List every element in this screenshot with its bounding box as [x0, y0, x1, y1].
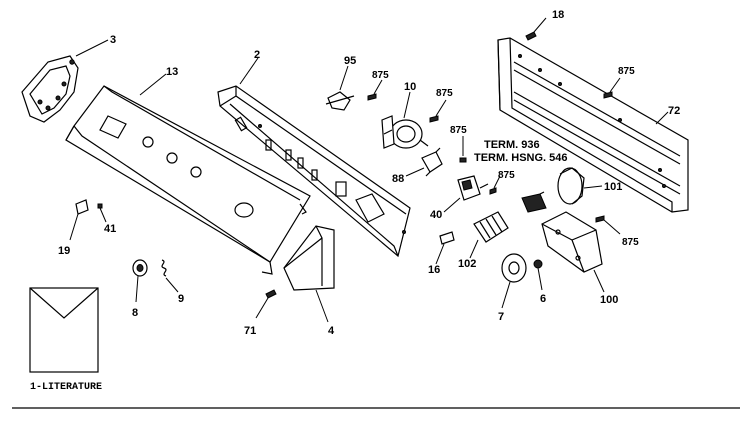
callout-875-e: 875: [622, 237, 639, 248]
callout-10: 10: [404, 81, 416, 93]
callout-9: 9: [178, 293, 184, 305]
part-875-screw-f: [489, 175, 501, 195]
part-41-pin: [97, 203, 107, 223]
part-875-screw-c: [459, 136, 467, 163]
part-88-switch: [405, 147, 443, 177]
callout-16: 16: [428, 264, 440, 276]
part-875-screw-e: [595, 215, 621, 235]
part-19-clip: [69, 199, 89, 241]
callout-4: 4: [328, 325, 335, 337]
literature-envelope: [29, 287, 99, 373]
callout-7: 7: [498, 311, 504, 323]
part-3-end-cap: [21, 39, 109, 123]
part-10-timer: [381, 91, 429, 149]
callout-6: 6: [540, 293, 546, 305]
part-terminal-housing: [521, 191, 547, 213]
callout-95: 95: [344, 55, 356, 67]
part-100-housing: [541, 211, 605, 293]
part-875-screw-a: [367, 79, 383, 101]
part-4-end-cap: [283, 225, 335, 323]
term-hsng-label: TERM. HSNG. 546: [474, 152, 568, 164]
part-102-connector: [469, 211, 509, 259]
callout-102: 102: [458, 258, 476, 270]
callout-88: 88: [392, 173, 404, 185]
part-40-switch: [443, 175, 489, 213]
part-2-control-frame: [217, 57, 411, 258]
part-8-knob: [132, 259, 148, 303]
callout-2: 2: [254, 49, 260, 61]
callout-8: 8: [132, 307, 138, 319]
callout-3: 3: [110, 34, 116, 46]
callout-18: 18: [552, 9, 564, 21]
part-13-console: [65, 73, 311, 275]
callout-875-b: 875: [436, 88, 453, 99]
callout-875-f: 875: [498, 170, 515, 181]
part-7-knob: [501, 253, 527, 309]
callout-875-d: 875: [618, 66, 635, 77]
callout-41: 41: [104, 223, 116, 235]
part-16-clip: [435, 231, 455, 265]
part-9-spring: [161, 259, 179, 293]
callout-101: 101: [604, 181, 622, 193]
part-875-screw-d: [603, 77, 621, 99]
callout-100: 100: [600, 294, 618, 306]
part-875-screw-b: [429, 99, 447, 123]
callout-875-a: 875: [372, 70, 389, 81]
part-101-motor: [557, 167, 603, 205]
part-6-washer: [533, 259, 543, 291]
callout-13: 13: [166, 66, 178, 78]
part-72-back-panel: [497, 37, 689, 213]
callout-71: 71: [244, 325, 256, 337]
callout-19: 19: [58, 245, 70, 257]
callout-72: 72: [668, 105, 680, 117]
callout-40: 40: [430, 209, 442, 221]
part-18-screw: [525, 17, 547, 41]
callout-875-c: 875: [450, 125, 467, 136]
part-71-screw: [255, 289, 277, 319]
literature-label: 1-LITERATURE: [30, 382, 102, 393]
term-936-label: TERM. 936: [484, 139, 540, 151]
part-95-bracket: [325, 65, 355, 111]
